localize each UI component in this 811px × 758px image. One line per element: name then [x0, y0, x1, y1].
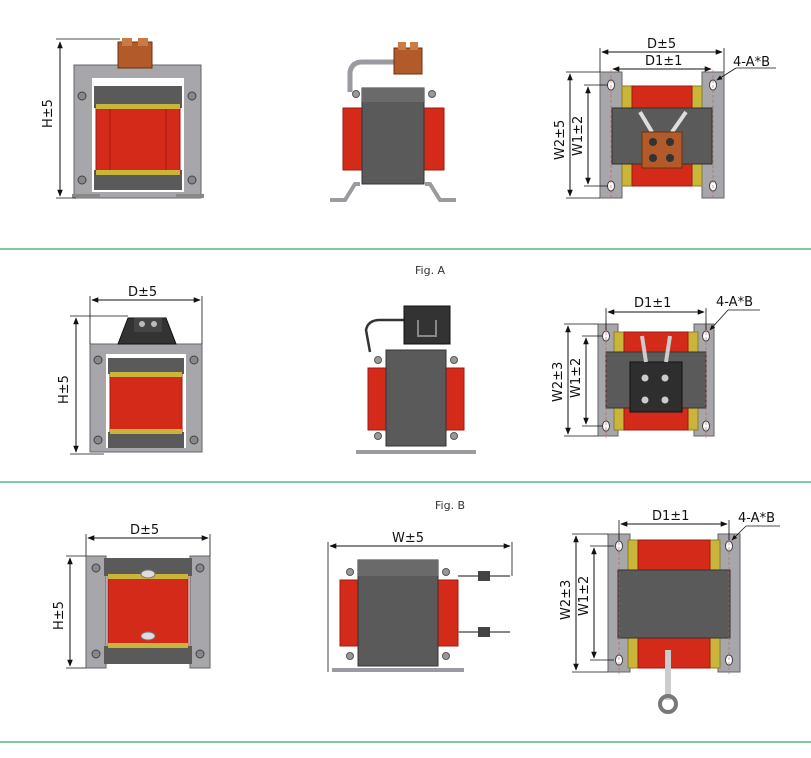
row1-w2-label: W2±5 — [553, 120, 568, 160]
row1-front-view — [72, 38, 204, 199]
row3-top-view — [607, 532, 741, 714]
caption-fig-a: Fig. A — [415, 264, 446, 277]
row1-w1-label: W1±2 — [571, 116, 586, 156]
caption-fig-b: Fig. B — [435, 499, 465, 512]
row3-front-view — [85, 555, 211, 669]
row3-side-view — [332, 559, 510, 672]
row2-side-view — [356, 305, 476, 454]
row2-w1-label: W1±2 — [569, 358, 584, 398]
row2-front-view — [89, 317, 203, 453]
row1-d1-label: D1±1 — [645, 54, 682, 69]
row3-d1-label: D1±1 — [652, 509, 689, 524]
row3-w-label: W±5 — [392, 531, 424, 546]
row1-holes-label: 4-A*B — [733, 55, 770, 70]
row1-h-label: H±5 — [41, 99, 56, 128]
row3-w2-label: W2±3 — [559, 580, 574, 620]
row3-d-label: D±5 — [130, 523, 159, 538]
row2-d-label: D±5 — [128, 285, 157, 300]
row3-w1-label: W1±2 — [577, 576, 592, 616]
row2-d1-label: D1±1 — [634, 296, 671, 311]
ring-terminal-icon — [658, 694, 678, 714]
row2-h-label: H±5 — [57, 375, 72, 404]
row2-holes-label: 4-A*B — [716, 295, 753, 310]
row2-top-view — [597, 322, 715, 438]
row3-h-label: H±5 — [52, 601, 67, 630]
row2-w2-label: W2±3 — [551, 362, 566, 402]
row1-d-label: D±5 — [647, 37, 676, 52]
row1-side-view — [330, 42, 456, 202]
row1-top-view — [599, 70, 725, 200]
row3-holes-label: 4-A*B — [738, 511, 775, 526]
